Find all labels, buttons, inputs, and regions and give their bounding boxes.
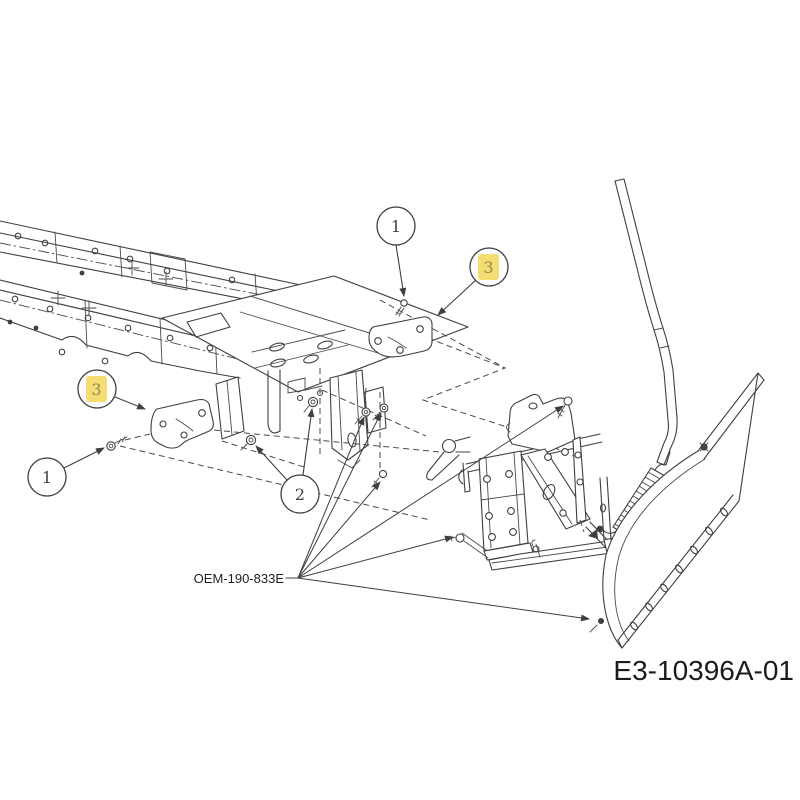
callout-2-label: 2 xyxy=(295,485,305,504)
part-reference-leaders xyxy=(285,405,590,622)
frame-slots xyxy=(269,340,333,368)
lift-handle-rod xyxy=(614,178,678,466)
fastener-bolt-left xyxy=(106,436,128,451)
tractor-frame xyxy=(0,220,469,469)
mount-bracket-left-part3 xyxy=(150,398,214,449)
callout-3-top-label: 3 xyxy=(483,258,493,277)
callout-3-left-highlight xyxy=(86,376,107,402)
callout-1-left-label: 1 xyxy=(42,468,52,487)
blade-bolt-holes xyxy=(629,507,729,631)
mount-bracket-top-part3 xyxy=(368,316,433,358)
fastener-screw-top xyxy=(395,299,408,317)
callout-1-top[interactable]: 1 xyxy=(376,206,416,246)
plow-blade xyxy=(589,372,765,649)
callout-3-top-highlight xyxy=(478,254,499,280)
callout-2[interactable]: 2 xyxy=(280,474,320,514)
callout-1-top-label: 1 xyxy=(391,217,401,236)
drawing-number: E3-10396A-01 xyxy=(613,655,794,686)
plow-hitch-assembly xyxy=(426,393,627,571)
part-reference-label: OEM-190-833E xyxy=(194,571,285,586)
callout-leader-lines xyxy=(63,244,477,481)
callout-1-left[interactable]: 1 xyxy=(27,457,67,497)
frame-alignment-crosses xyxy=(50,260,174,316)
callout-3-top[interactable]: 3 xyxy=(469,247,509,287)
callout-3-left-label: 3 xyxy=(91,380,101,399)
fastener-nuts-part2 xyxy=(240,396,319,451)
callout-3-left[interactable]: 3 xyxy=(77,369,117,409)
